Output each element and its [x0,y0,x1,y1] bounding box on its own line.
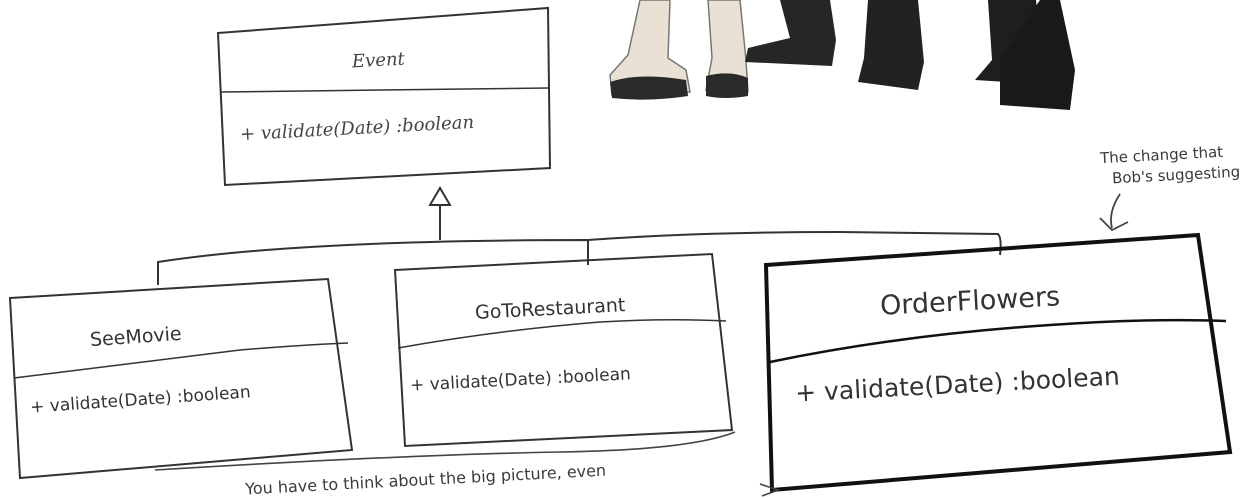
inheritance-triangle [428,186,452,206]
bottom-brace [154,431,781,497]
orderflowers-box [763,232,1233,493]
people-photo [609,0,1075,110]
gotorestaurant-box [393,252,734,448]
event-divider [219,87,549,93]
event-class-name: Event [351,48,406,73]
inheritance-connector [157,238,589,285]
event-box [216,6,552,187]
seemovie-box [8,277,354,480]
annotation-arrow [1099,193,1129,232]
